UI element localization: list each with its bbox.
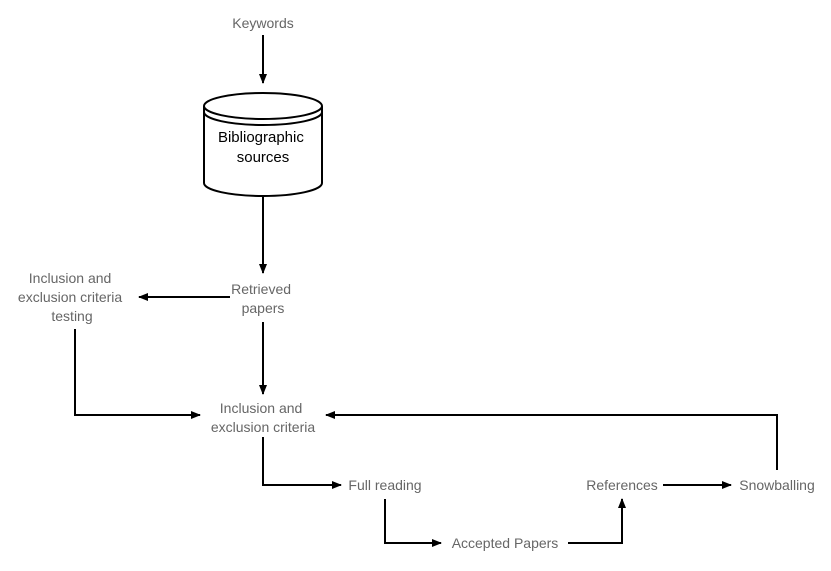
edges [74,35,778,547]
references-label: References [586,477,658,493]
retrieved-papers-line-1: Retrieved [231,281,291,297]
criteria-label: Inclusion and exclusion criteria [211,400,315,435]
keywords-label: Keywords [232,15,293,31]
criteria-testing-line-1: Inclusion and [29,270,112,286]
accepted-papers-line: Accepted Papers [452,535,559,551]
criteria-line-1: Inclusion and [220,400,303,416]
edge-full-reading-to-accepted [384,499,442,547]
criteria-line-2: exclusion criteria [211,419,315,435]
bibliographic-sources-line-2: sources [237,149,290,166]
edge-accepted-to-references [568,498,626,544]
snowballing-line: Snowballing [739,477,815,493]
edge-criteria-to-full-reading [262,437,342,489]
bibliographic-sources-line-1: Bibliographic [218,129,304,146]
retrieved-papers-line-2: papers [242,300,285,316]
criteria-testing-line-2: exclusion criteria [18,289,122,305]
keywords-label-line: Keywords [232,15,293,31]
edge-snowballing-to-criteria [325,411,778,470]
full-reading-label: Full reading [348,477,421,493]
retrieved-papers-label: Retrieved papers [231,281,295,316]
labels: Keywords Bibliographic sources Retrieved… [18,15,815,551]
edge-testing-to-criteria [74,329,201,419]
snowballing-label: Snowballing [739,477,815,493]
criteria-testing-line-3: testing [51,308,92,324]
criteria-testing-label: Inclusion and exclusion criteria testing [18,270,126,324]
references-line: References [586,477,658,493]
accepted-papers-label: Accepted Papers [452,535,559,551]
full-reading-line: Full reading [348,477,421,493]
bibliographic-sources-label: Bibliographic sources [218,129,308,166]
database-icon [203,92,323,197]
